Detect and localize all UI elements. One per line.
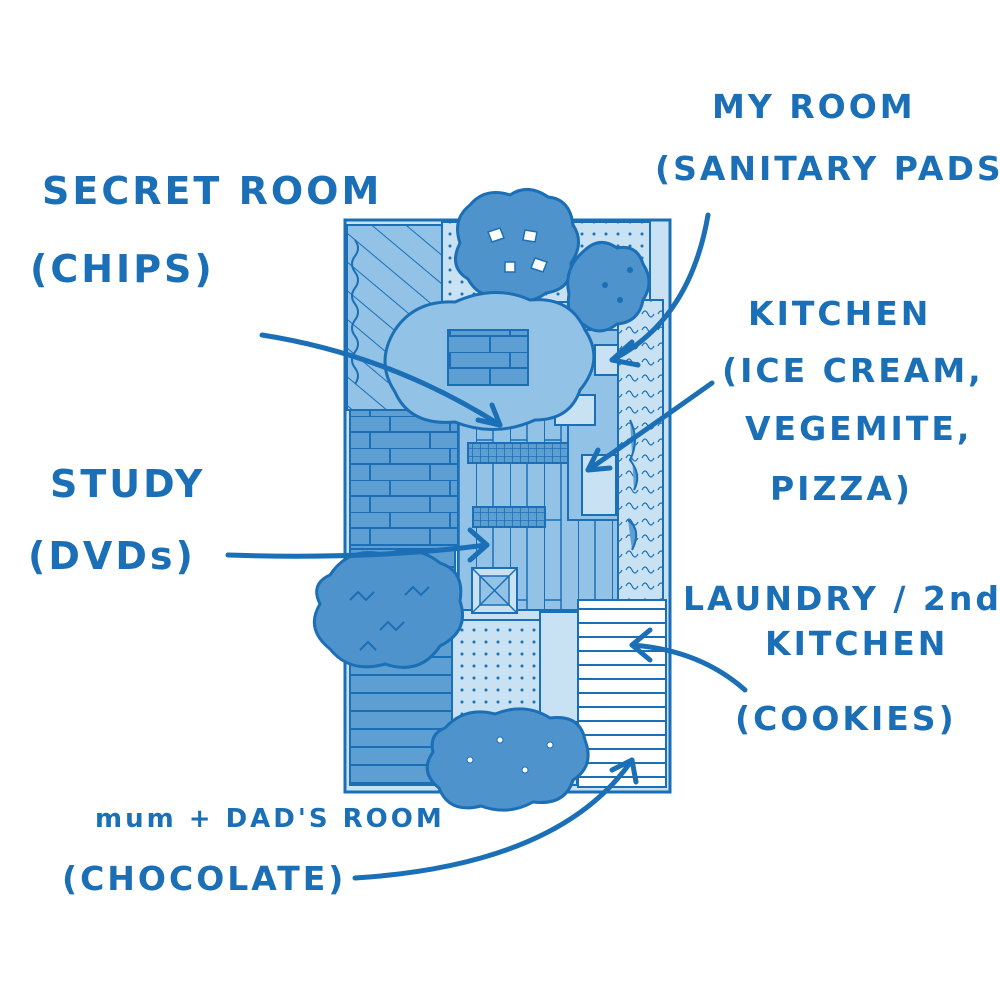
label-my-room-title: MY ROOM	[712, 87, 916, 126]
room-study	[349, 409, 459, 546]
room-laundry	[577, 599, 667, 788]
arrow-my-room	[609, 212, 711, 363]
arrow-study	[225, 542, 490, 559]
label-kitchen-item-3: PIZZA)	[770, 469, 913, 508]
label-study-item: (DVDs)	[28, 534, 196, 578]
grid-bench-lower	[472, 506, 546, 528]
label-parents-room-title: mum + DAD'S ROOM	[95, 804, 445, 834]
bush-bottom	[425, 707, 590, 812]
arrow-kitchen-head	[585, 447, 613, 473]
garden-bed	[383, 290, 596, 431]
arrow-kitchen	[585, 380, 715, 473]
bush-top-right	[566, 241, 651, 333]
label-study-title: STUDY	[50, 462, 206, 506]
arrow-parents-room-head	[609, 757, 639, 785]
square-box	[471, 567, 518, 614]
arrow-laundry	[629, 642, 748, 693]
arrow-parents-room	[352, 757, 635, 881]
right-garden-strip	[617, 299, 664, 601]
label-laundry-item: (COOKIES)	[735, 699, 957, 738]
arrow-my-room-head	[609, 339, 641, 368]
label-kitchen-title: KITCHEN	[748, 294, 932, 333]
arrow-laundry-head	[629, 627, 653, 663]
label-laundry-title-2: KITCHEN	[765, 624, 949, 663]
tree-top	[454, 188, 580, 302]
label-secret-room-title: SECRET ROOM	[42, 169, 383, 213]
label-secret-room-item: (CHIPS)	[30, 247, 215, 291]
arrow-secret-room	[259, 332, 503, 428]
arrow-secret-room-head	[475, 402, 503, 428]
label-laundry-title-1: LAUNDRY / 2nd	[683, 579, 1000, 618]
grid-bench-upper	[467, 442, 569, 464]
label-parents-room-item: (CHOCOLATE)	[62, 859, 347, 898]
arrow-study-head	[467, 527, 490, 563]
label-my-room-item: (SANITARY PADS)	[655, 149, 1000, 188]
label-kitchen-item-2: VEGEMITE,	[745, 409, 973, 448]
label-kitchen-item-1: (ICE CREAM,	[722, 351, 984, 390]
